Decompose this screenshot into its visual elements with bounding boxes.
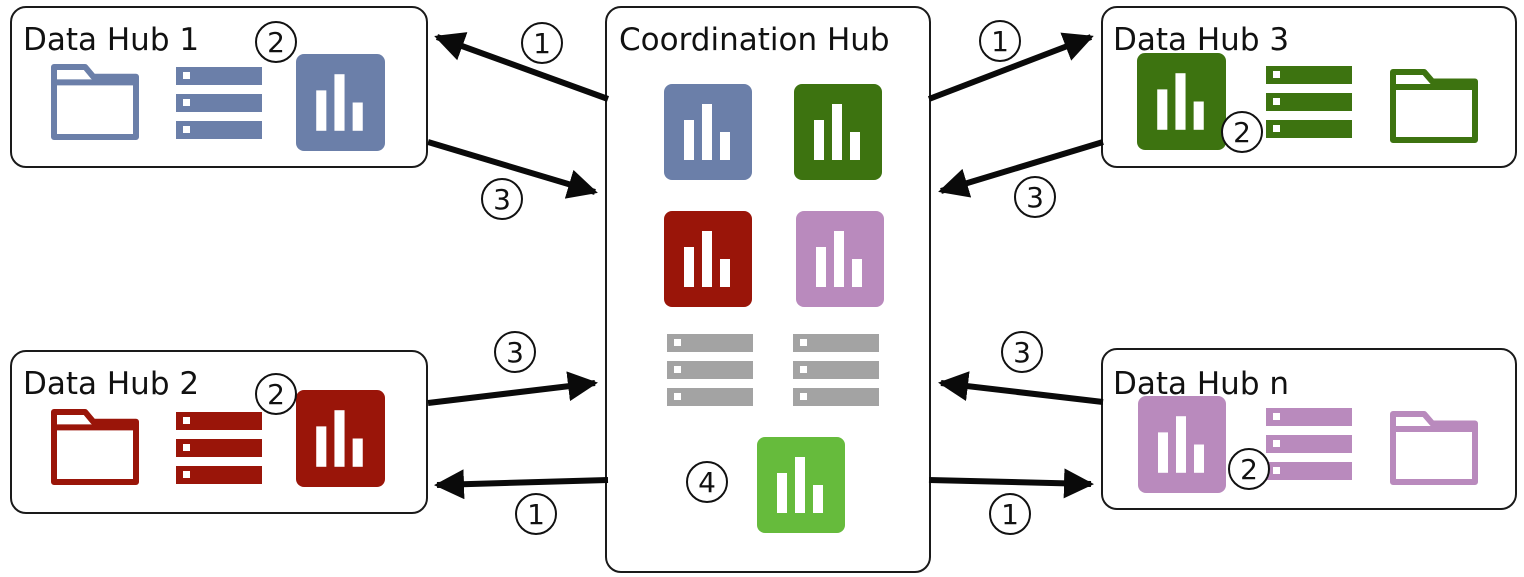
arrow-hub3-response — [938, 139, 1104, 198]
coord-chart-icon-hub1 — [664, 84, 752, 180]
hub2-chart-icon — [296, 390, 385, 487]
label-hubn-response: 3 — [1001, 331, 1043, 373]
hubn-step-label: 2 — [1228, 448, 1270, 490]
label-hub1-request: 1 — [521, 22, 563, 64]
hub1-folder-icon — [51, 64, 139, 140]
data-hub-1-title: Data Hub 1 — [23, 22, 200, 58]
coord-chart-icon-hub2 — [664, 211, 752, 307]
svg-text:3: 3 — [493, 183, 511, 216]
svg-text:3: 3 — [1026, 181, 1044, 214]
hubn-chart-icon — [1138, 396, 1226, 493]
data-hub-2-title: Data Hub 2 — [23, 366, 200, 402]
arrow-hub1-request — [434, 32, 610, 102]
hub3-folder-icon — [1390, 69, 1478, 143]
arrow-hub2-response — [427, 371, 598, 406]
label-hub3-response: 3 — [1014, 176, 1056, 218]
label-hub2-request: 1 — [515, 493, 557, 535]
hub3-chart-icon — [1137, 53, 1226, 150]
svg-text:1: 1 — [991, 25, 1009, 58]
svg-text:4: 4 — [698, 466, 716, 499]
arrow-hub3-request — [927, 32, 1094, 102]
svg-text:2: 2 — [1240, 453, 1258, 486]
label-hub2-response: 3 — [494, 331, 536, 373]
hub2-database-icon — [176, 412, 262, 484]
svg-text:3: 3 — [1013, 336, 1031, 369]
hub2-step-label: 2 — [255, 373, 297, 415]
arrow-hubn-request — [928, 468, 1094, 499]
coord-chart-icon-hub3 — [794, 84, 882, 180]
hub3-step-label: 2 — [1221, 111, 1263, 153]
coord-aggregate-chart-icon — [757, 437, 845, 533]
hub1-step-label: 2 — [255, 21, 297, 63]
coord-chart-icon-hubn — [796, 211, 884, 307]
svg-text:2: 2 — [267, 378, 285, 411]
svg-text:2: 2 — [1233, 116, 1251, 149]
coord-step-label: 4 — [686, 461, 728, 503]
svg-text:1: 1 — [533, 27, 551, 60]
svg-text:1: 1 — [527, 498, 545, 531]
coord-database-icon-right — [793, 334, 879, 406]
hubn-folder-icon — [1390, 411, 1478, 485]
coord-database-icon-left — [667, 334, 753, 406]
arrow-hub2-request — [434, 469, 609, 500]
arrow-hubn-response — [938, 371, 1104, 405]
hub1-chart-icon — [296, 54, 385, 151]
svg-text:2: 2 — [267, 26, 285, 59]
hub2-folder-icon — [51, 409, 139, 485]
label-hub3-request: 1 — [979, 20, 1021, 62]
arrow-hub1-response — [427, 139, 598, 199]
hubn-database-icon — [1266, 408, 1352, 480]
coordination-hub-title: Coordination Hub — [619, 22, 890, 58]
svg-text:3: 3 — [506, 336, 524, 369]
hub3-database-icon — [1266, 66, 1352, 138]
svg-text:1: 1 — [1001, 498, 1019, 531]
label-hub1-response: 3 — [481, 178, 523, 220]
label-hubn-request: 1 — [989, 493, 1031, 535]
hub1-database-icon — [176, 67, 262, 139]
data-hub-3-title: Data Hub 3 — [1113, 22, 1290, 58]
